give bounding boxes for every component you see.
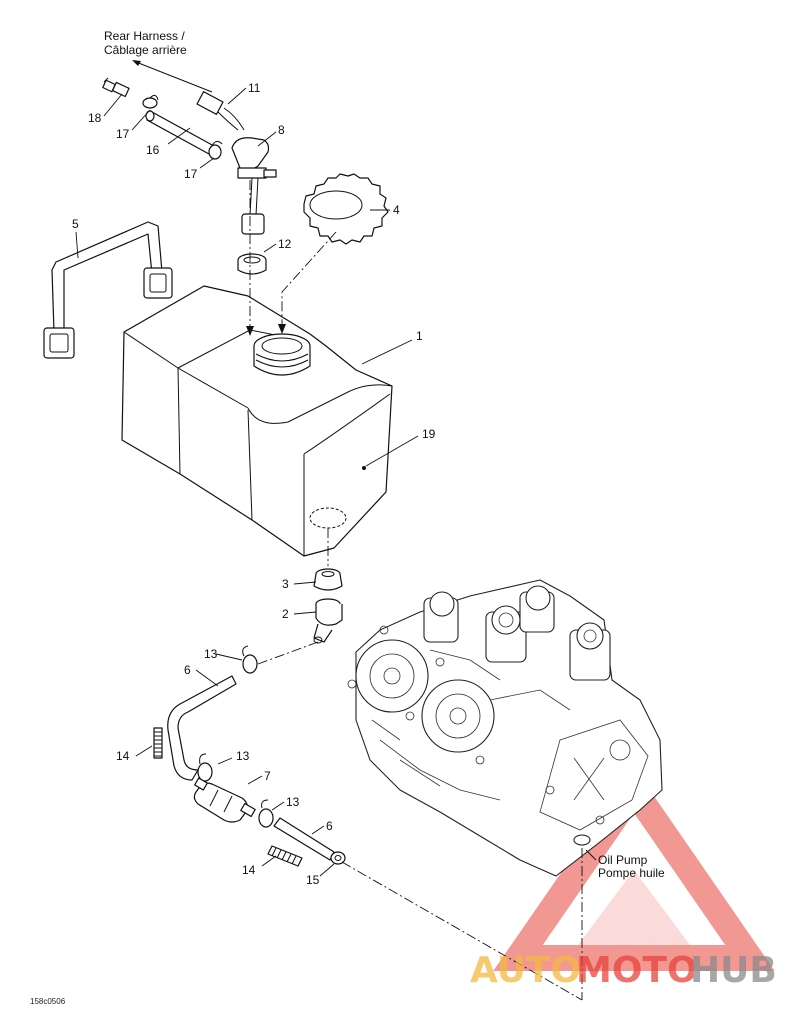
callout-15: 15	[306, 873, 320, 887]
part-3-grommet	[313, 568, 343, 591]
routing-line-pump-diag	[341, 861, 583, 1001]
part-6-hose-upper	[167, 675, 237, 781]
callout-14-upper: 14	[116, 749, 130, 763]
callout-12: 12	[278, 237, 292, 251]
part-8-level-sensor	[231, 137, 277, 235]
rear-harness-arrowhead	[132, 60, 141, 66]
callout-2: 2	[282, 607, 289, 621]
rear-harness-note-en: Rear Harness /	[104, 29, 185, 43]
engine-assembly	[347, 579, 663, 877]
callout-1: 1	[416, 329, 423, 343]
callout-17-upper: 17	[116, 127, 130, 141]
oil-pump-leader	[585, 849, 597, 861]
part-13-clamp-1	[242, 645, 258, 674]
part-5-strap	[43, 221, 173, 359]
callout-7: 7	[264, 769, 271, 783]
part-6-hose-lower	[273, 817, 335, 861]
part-2-elbow-fitting	[313, 598, 343, 644]
callout-11: 11	[248, 81, 261, 95]
watermark-text-moto: MOTO	[576, 950, 698, 991]
watermark-text-auto: AUTO	[470, 950, 581, 991]
rear-harness-arrow-line	[135, 61, 213, 93]
reference-code: 158c0506	[30, 997, 66, 1006]
callout-18: 18	[88, 111, 102, 125]
oil-pump-note-fr: Pompe huile	[598, 866, 665, 880]
part-11-connector	[196, 91, 245, 131]
routing-arrow-sensor	[246, 326, 254, 336]
part-1-oil-tank	[121, 285, 393, 557]
callout-6-lower: 6	[326, 819, 333, 833]
callout-8: 8	[278, 123, 285, 137]
callout-leaders	[75, 87, 419, 877]
routing-line-cap	[281, 231, 337, 328]
part-14-spring-upper	[153, 727, 163, 759]
part-12-grommet	[237, 253, 267, 275]
rear-harness-note-fr: Câblage arrière	[104, 43, 187, 57]
oil-pump-note-en: Oil Pump	[598, 853, 648, 867]
part-14-spring-lower	[267, 845, 303, 867]
part-13-clamp-3	[258, 799, 274, 828]
callout-4: 4	[393, 203, 400, 217]
callout-17-lower: 17	[184, 167, 198, 181]
part-4-filler-cap	[303, 173, 389, 245]
part-16-hose	[145, 110, 215, 155]
callout-19: 19	[422, 427, 436, 441]
part-15-clamp	[330, 851, 346, 865]
callout-3: 3	[282, 577, 289, 591]
callout-6-upper: 6	[184, 663, 191, 677]
routing-arrow-cap	[278, 324, 286, 334]
callout-16: 16	[146, 143, 160, 157]
callout-13-low: 13	[286, 795, 300, 809]
callout-13-top: 13	[204, 647, 218, 661]
part-17-clamp-lower	[208, 140, 223, 160]
routing-line-elbow	[257, 641, 319, 665]
part-13-clamp-2	[197, 753, 213, 782]
part-7-inline-filter	[193, 777, 256, 823]
part-17-clamp-upper	[142, 94, 159, 109]
callout-14-lower: 14	[242, 863, 256, 877]
watermark-logo	[493, 767, 775, 971]
watermark-text-hub: HUB	[690, 950, 777, 991]
part-18-fitting	[102, 77, 130, 98]
callout-5: 5	[72, 217, 79, 231]
callout-13-mid: 13	[236, 749, 250, 763]
watermark-wordmark: AUTO MOTO HUB	[470, 950, 777, 991]
